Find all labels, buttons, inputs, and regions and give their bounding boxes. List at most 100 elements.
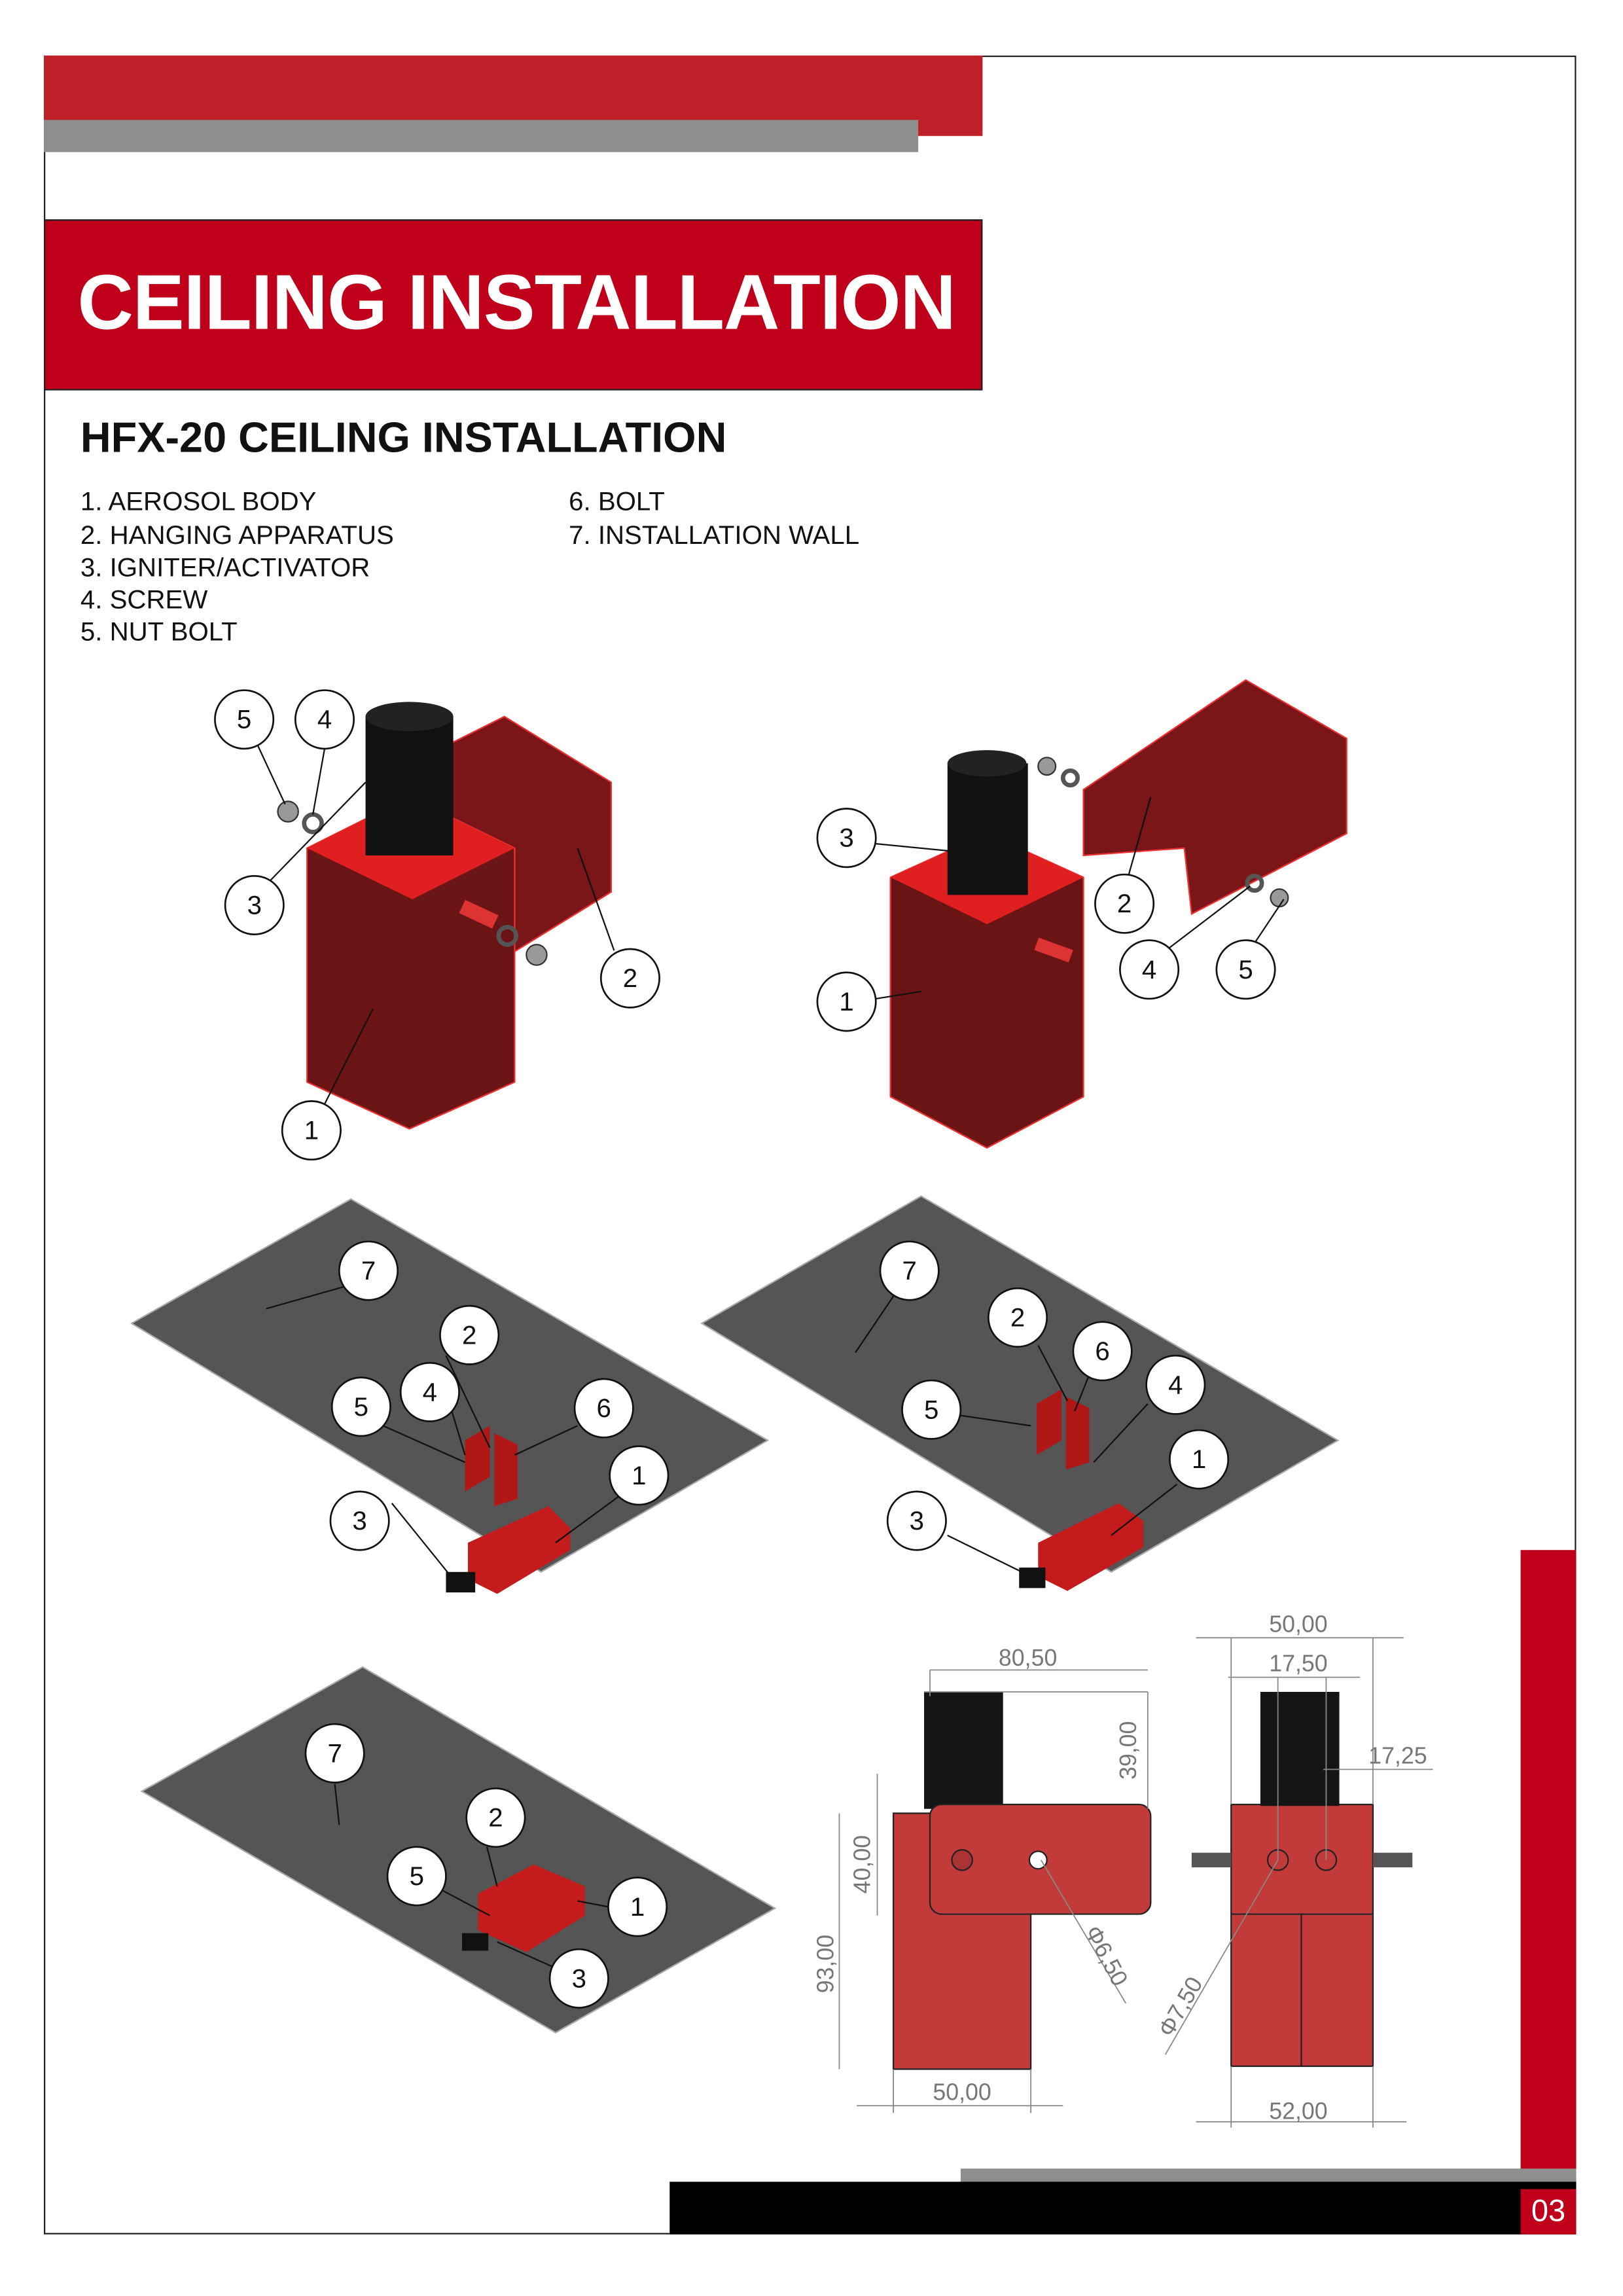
callout-circle [439,1304,500,1365]
callout: 7 [879,1240,940,1301]
dim-hole-left: Φ6,50 [1080,1922,1133,1990]
callout-number: 2 [462,1320,476,1350]
callout-circle [330,1376,391,1437]
dimension-drawing: 80,50 39,00 40,00 93,00 50,00 Φ6,50 50,0… [812,1611,1433,2128]
part-item: 3. IGNITER/ACTIVATOR [80,552,370,583]
part-item: 5. NUT BOLT [80,617,238,647]
callout: 4 [399,1361,460,1422]
callout-circle [214,689,275,750]
callout-circle [901,1379,962,1440]
callout-circle [816,971,877,1032]
callout-number: 2 [623,963,637,993]
callout-number: 4 [317,705,332,734]
callout: 1 [281,1100,342,1161]
callout: 3 [816,808,877,869]
part-item: 1. AEROSOL BODY [80,486,317,516]
dim-body-width: 50,00 [933,2079,991,2105]
callout-circle [1119,939,1180,1000]
callout: 4 [1145,1354,1206,1415]
callout-number: 6 [1095,1336,1109,1366]
callout-circle [1145,1354,1206,1415]
callout: 2 [465,1787,526,1848]
callout-number: 1 [839,987,853,1016]
callout-number: 4 [1142,955,1156,984]
callout-circle [1215,939,1276,1000]
callout-number: 5 [410,1861,424,1891]
callout: 3 [329,1490,390,1551]
callout-circle [886,1490,947,1551]
callout-circle [573,1378,634,1439]
callout: 4 [294,689,355,750]
figure-exploded-1: 5 4 3 2 1 [214,689,660,1161]
title-banner: CEILING INSTALLATION [44,219,983,391]
callout-number: 7 [327,1738,342,1768]
callout-circle [1169,1429,1230,1490]
callout: 1 [607,1876,668,1937]
callout-circle [281,1100,342,1161]
callout-circle [399,1361,460,1422]
callout: 3 [548,1948,609,2009]
callout: 1 [816,971,877,1032]
callout-number: 1 [304,1116,319,1145]
callout: 5 [330,1376,391,1437]
callout: 2 [599,948,660,1009]
callout: 2 [987,1287,1048,1348]
callout: 1 [1169,1429,1230,1490]
callout-number: 6 [597,1393,611,1423]
callout-circle [879,1240,940,1301]
callout: 5 [1215,939,1276,1000]
part-item: 2. HANGING APPARATUS [80,520,394,550]
callout-number: 3 [839,823,853,853]
callout: 3 [886,1490,947,1551]
dim-side-width-bottom: 52,00 [1269,2098,1327,2124]
callout-number: 5 [354,1392,368,1422]
callout-number: 4 [1168,1370,1183,1399]
callout: 5 [901,1379,962,1440]
figure-exploded-2: 3 1 2 4 5 [816,679,1347,1149]
top-gray-bar [44,120,919,152]
dim-hole-right: Φ7,50 [1153,1973,1208,2041]
callout-number: 3 [247,890,262,920]
part-item: 6. BOLT [569,486,665,516]
callout-circle [548,1948,609,2009]
callout: 5 [214,689,275,750]
callout-circle [987,1287,1048,1348]
callout-circle [329,1490,390,1551]
callout: 2 [439,1304,500,1365]
callout: 2 [1094,873,1155,934]
callout-number: 7 [361,1256,376,1285]
dim-bracket-height: 40,00 [849,1835,875,1893]
callout: 7 [304,1723,365,1784]
figure-ceiling-1: 7 2 4 5 6 1 3 [130,1198,770,1594]
callout-circle [338,1240,399,1301]
dim-igniter-height: 39,00 [1115,1721,1141,1780]
part-item: 4. SCREW [80,584,208,615]
dim-hole-offset: 17,25 [1368,1742,1427,1768]
callout-number: 5 [924,1395,938,1424]
callout-circle [1072,1321,1133,1382]
callout-circle [607,1876,668,1937]
callout: 6 [573,1378,634,1439]
callout: 4 [1119,939,1180,1000]
part-item: 7. INSTALLATION WALL [569,520,860,550]
callout-number: 5 [1238,955,1253,984]
callout-number: 2 [1010,1303,1025,1333]
callout-circle [1094,873,1155,934]
callout-circle [609,1445,669,1506]
callout-number: 3 [572,1964,586,1993]
callout-circle [465,1787,526,1848]
callout-circle [294,689,355,750]
dim-hole-spacing: 17,50 [1269,1651,1327,1677]
callout-number: 4 [423,1377,437,1407]
callout-number: 1 [1192,1444,1206,1474]
right-red-bar [1520,1550,1577,2172]
callout-number: 3 [352,1506,366,1535]
callout-number: 7 [902,1256,916,1285]
callout-number: 1 [632,1461,646,1490]
section-subtitle: HFX-20 CEILING INSTALLATION [80,415,727,463]
callout: 6 [1072,1321,1133,1382]
callout-number: 2 [1117,889,1132,918]
callout-number: 2 [488,1803,503,1833]
